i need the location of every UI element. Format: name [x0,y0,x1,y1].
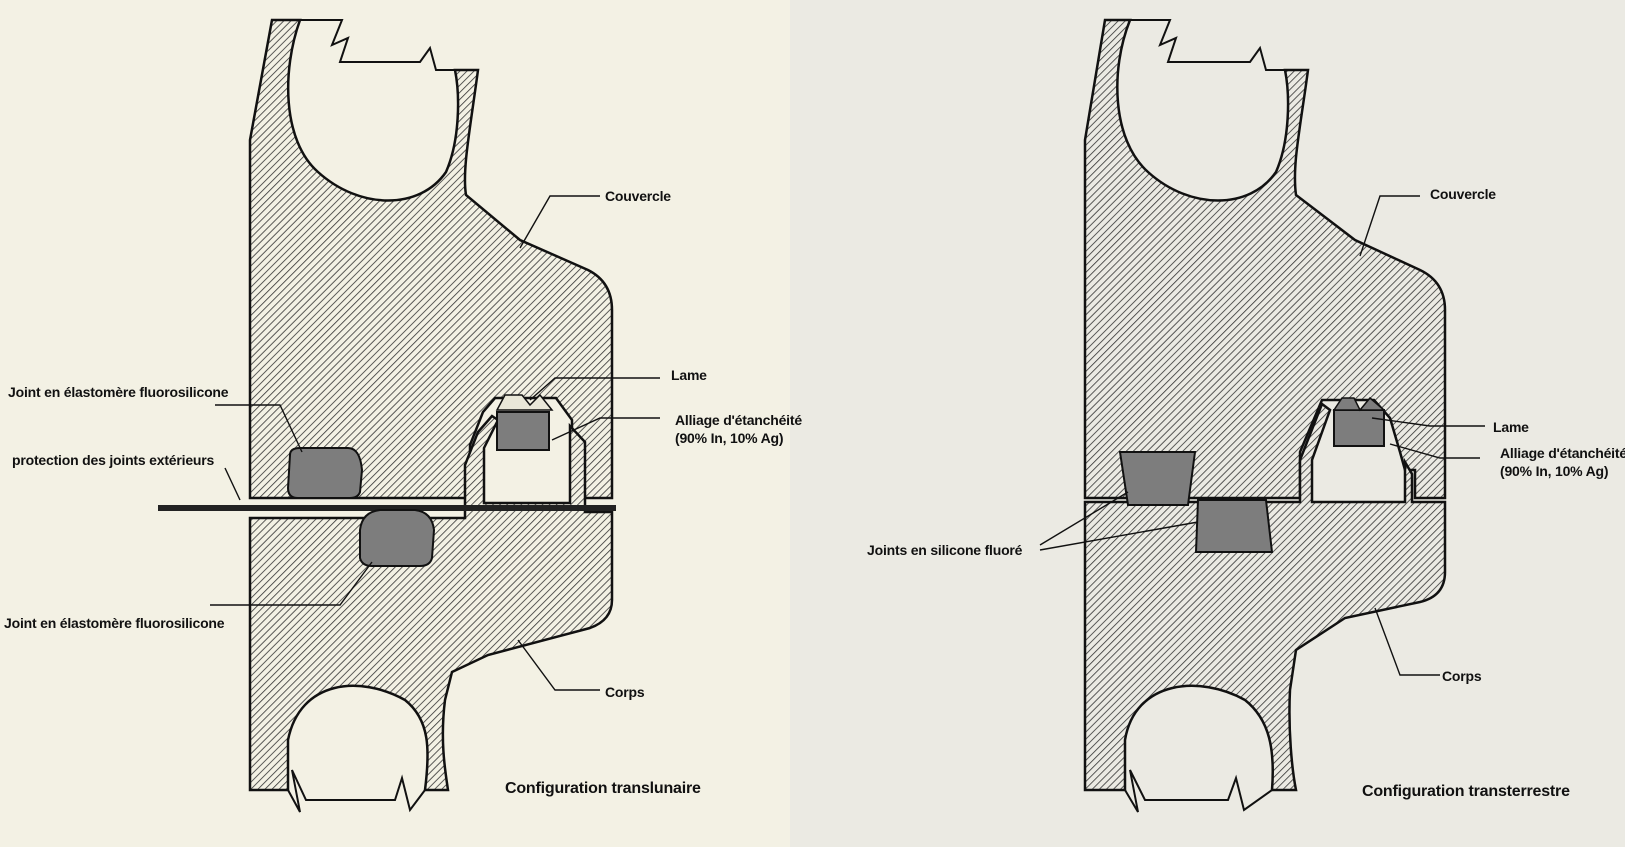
left-body-break-line [287,769,426,813]
right-label-alliage-line2: (90% In, 10% Ag) [1500,463,1609,479]
right-label-joints: Joints en silicone fluoré [867,542,1023,558]
left-cover-hatched-body [248,18,614,522]
right-cover-break-line [1130,19,1285,71]
left-cover-part [248,18,614,522]
left-caption: Configuration translunaire [505,780,701,797]
right-blade [1332,396,1387,412]
right-cover-part [1083,18,1447,500]
right-upper-fluorosilicone-seal [1118,451,1197,506]
right-label-corps: Corps [1442,668,1482,684]
right-label-alliage-line1: Alliage d'étanchéité [1500,445,1625,461]
right-caption: Configuration transterrestre [1362,783,1570,800]
left-protection-strip [158,505,616,511]
right-seal-components [1118,396,1387,553]
left-label-joint-bottom: Joint en élastomère fluorosilicone [4,615,225,631]
right-body-hatched-body [1083,402,1447,792]
left-label-alliage-line1: Alliage d'étanchéité [675,412,802,428]
left-label-joint-top: Joint en élastomère fluorosilicone [8,384,229,400]
left-cover-break-line [300,19,455,71]
left-label-lame: Lame [671,367,707,383]
right-label-lame: Lame [1493,419,1529,435]
left-lower-elastomer-seal [359,509,436,567]
left-blade [495,393,554,411]
left-indium-alloy [496,411,550,451]
left-leader-lines [210,195,660,691]
left-label-couvercle: Couvercle [605,188,671,204]
left-upper-elastomer-seal [286,447,364,499]
right-lower-fluorosilicone-seal [1194,499,1274,553]
right-body-part [1083,402,1447,813]
right-body-break-line [1124,769,1273,813]
left-label-corps: Corps [605,684,645,700]
right-label-couvercle: Couvercle [1430,186,1496,202]
left-seal-components [158,393,616,567]
left-label-alliage-line2: (90% In, 10% Ag) [675,430,784,446]
right-indium-alloy [1333,409,1385,447]
right-leader-lines [1039,195,1485,676]
right-cover-hatched-body [1083,18,1447,500]
left-label-protection: protection des joints extérieurs [12,452,215,468]
